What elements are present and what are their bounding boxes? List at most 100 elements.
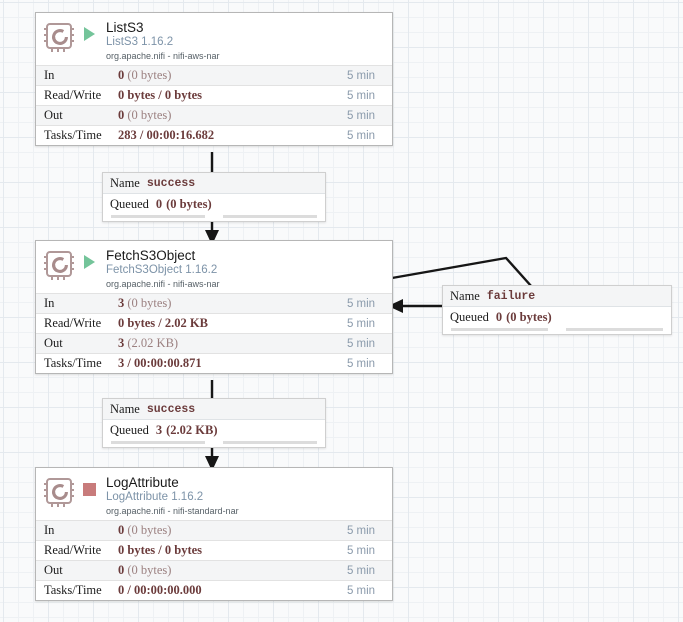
stat-bytes: (0 bytes)	[127, 68, 172, 82]
stat-label-tasks-time: Tasks/Time	[44, 128, 102, 142]
processor-titles: LogAttribute LogAttribute 1.16.2 org.apa…	[106, 475, 239, 517]
stat-count: 0	[118, 68, 125, 82]
connection-threshold-bars	[443, 327, 671, 334]
processor-lists3[interactable]: ListS3 ListS3 1.16.2 org.apache.nifi - n…	[35, 12, 393, 146]
run-status-icon-stop-square-icon[interactable]	[83, 482, 97, 496]
stat-window-out: 5 min	[346, 564, 376, 577]
connection-queued-key: Queued	[110, 422, 149, 437]
stat-row: Out 0 (0 bytes) 5 min	[36, 105, 392, 125]
stat-value-tasks-time: 0 / 00:00:00.000	[118, 583, 330, 598]
processor-titles: ListS3 ListS3 1.16.2 org.apache.nifi - n…	[106, 20, 220, 62]
processor-header: LogAttribute LogAttribute 1.16.2 org.apa…	[36, 468, 392, 520]
stat-label-in: In	[44, 523, 55, 537]
stat-value-tasks-time: 283 / 00:00:16.682	[118, 128, 330, 143]
processor-bundle: org.apache.nifi - nifi-aws-nar	[106, 51, 220, 61]
connection-relationship: success	[146, 402, 196, 416]
processor-type-version: ListS3 1.16.2	[106, 36, 174, 48]
stat-window-in: 5 min	[346, 524, 376, 537]
stat-row: Tasks/Time 0 / 00:00:00.000 5 min	[36, 580, 392, 600]
connection-name-row: Name success	[103, 173, 325, 194]
connection-label-failure-fetchs3object[interactable]: Name failure Queued 0 (0 bytes)	[442, 285, 672, 335]
stat-value-in: 3 (0 bytes)	[118, 296, 330, 311]
stat-bytes: (0 bytes)	[127, 523, 172, 537]
stat-label-read-write: Read/Write	[44, 88, 102, 102]
queue-size-threshold-bar	[223, 441, 317, 444]
stat-count: 0 bytes / 2.02 KB	[118, 316, 208, 330]
connection-relationship: failure	[486, 289, 536, 303]
processor-type-version: LogAttribute 1.16.2	[106, 491, 204, 503]
stat-row: Out 0 (0 bytes) 5 min	[36, 560, 392, 580]
connection-queued-count: 0	[495, 309, 503, 324]
processor-chip-icon	[44, 249, 76, 281]
connection-name-row: Name success	[103, 399, 325, 420]
connection-queued-row: Queued 3 (2.02 KB)	[103, 420, 325, 440]
connection-queued-row: Queued 0 (0 bytes)	[443, 307, 671, 327]
stat-count: 0 / 00:00:00.000	[118, 583, 202, 597]
connection-queued-size: (0 bytes)	[506, 309, 552, 324]
connection-queued-count: 0	[155, 196, 163, 211]
stat-window-read-write: 5 min	[346, 89, 376, 102]
connection-queued-count: 3	[155, 422, 163, 437]
stat-label-read-write: Read/Write	[44, 316, 102, 330]
queue-object-threshold-bar	[451, 328, 548, 331]
stat-row: In 0 (0 bytes) 5 min	[36, 520, 392, 540]
stat-row: Read/Write 0 bytes / 2.02 KB 5 min	[36, 313, 392, 333]
processor-name: FetchS3Object	[106, 248, 196, 263]
run-status-icon-play-triangle-icon[interactable]	[83, 27, 97, 41]
processor-name: ListS3	[106, 20, 144, 35]
stat-row: Out 3 (2.02 KB) 5 min	[36, 333, 392, 353]
stat-label-in: In	[44, 296, 55, 310]
connection-relationship: success	[146, 176, 196, 190]
stat-window-read-write: 5 min	[346, 317, 376, 330]
processor-bundle: org.apache.nifi - nifi-standard-nar	[106, 506, 239, 516]
connection-threshold-bars	[103, 440, 325, 447]
stat-row: Read/Write 0 bytes / 0 bytes 5 min	[36, 85, 392, 105]
stat-value-read-write: 0 bytes / 0 bytes	[118, 543, 330, 558]
stat-bytes: (0 bytes)	[127, 563, 172, 577]
stat-value-read-write: 0 bytes / 0 bytes	[118, 88, 330, 103]
connection-queued-key: Queued	[450, 309, 489, 324]
processor-titles: FetchS3Object FetchS3Object 1.16.2 org.a…	[106, 248, 220, 290]
processor-header: ListS3 ListS3 1.16.2 org.apache.nifi - n…	[36, 13, 392, 65]
stat-value-in: 0 (0 bytes)	[118, 523, 330, 538]
connection-name-key: Name	[450, 288, 480, 303]
connection-name-key: Name	[110, 401, 140, 416]
processor-name: LogAttribute	[106, 475, 179, 490]
stat-row: Tasks/Time 283 / 00:00:16.682 5 min	[36, 125, 392, 145]
stat-window-tasks-time: 5 min	[346, 584, 376, 597]
stat-count: 0	[118, 108, 125, 122]
stat-value-read-write: 0 bytes / 2.02 KB	[118, 316, 330, 331]
processor-logattribute[interactable]: LogAttribute LogAttribute 1.16.2 org.apa…	[35, 467, 393, 601]
stat-bytes: (2.02 KB)	[127, 336, 179, 350]
connection-queued-size: (0 bytes)	[166, 196, 212, 211]
processor-chip-icon	[44, 21, 76, 53]
connection-queued-row: Queued 0 (0 bytes)	[103, 194, 325, 214]
stat-count: 0 bytes / 0 bytes	[118, 88, 203, 102]
queue-size-threshold-bar	[566, 328, 663, 331]
stat-count: 3	[118, 296, 125, 310]
stat-label-out: Out	[44, 336, 63, 350]
stat-label-tasks-time: Tasks/Time	[44, 356, 102, 370]
connection-threshold-bars	[103, 214, 325, 221]
run-status-icon-play-triangle-icon[interactable]	[83, 255, 97, 269]
queue-object-threshold-bar	[111, 215, 205, 218]
stat-label-tasks-time: Tasks/Time	[44, 583, 102, 597]
stat-window-read-write: 5 min	[346, 544, 376, 557]
connection-queued-size: (2.02 KB)	[166, 422, 218, 437]
stat-window-out: 5 min	[346, 337, 376, 350]
stat-window-tasks-time: 5 min	[346, 129, 376, 142]
stat-value-out: 0 (0 bytes)	[118, 563, 330, 578]
stat-label-read-write: Read/Write	[44, 543, 102, 557]
stat-value-tasks-time: 3 / 00:00:00.871	[118, 356, 330, 371]
connection-label-success-fetchs3object[interactable]: Name success Queued 3 (2.02 KB)	[102, 398, 326, 448]
processor-fetchs3object[interactable]: FetchS3Object FetchS3Object 1.16.2 org.a…	[35, 240, 393, 374]
connection-queued-key: Queued	[110, 196, 149, 211]
stat-value-out: 3 (2.02 KB)	[118, 336, 330, 351]
connection-label-success-lists3[interactable]: Name success Queued 0 (0 bytes)	[102, 172, 326, 222]
stat-count: 3 / 00:00:00.871	[118, 356, 202, 370]
stat-window-in: 5 min	[346, 297, 376, 310]
wire-fetchs3object-failure-outbound	[391, 256, 533, 288]
stat-count: 0 bytes / 0 bytes	[118, 543, 203, 557]
stat-row: In 3 (0 bytes) 5 min	[36, 293, 392, 313]
